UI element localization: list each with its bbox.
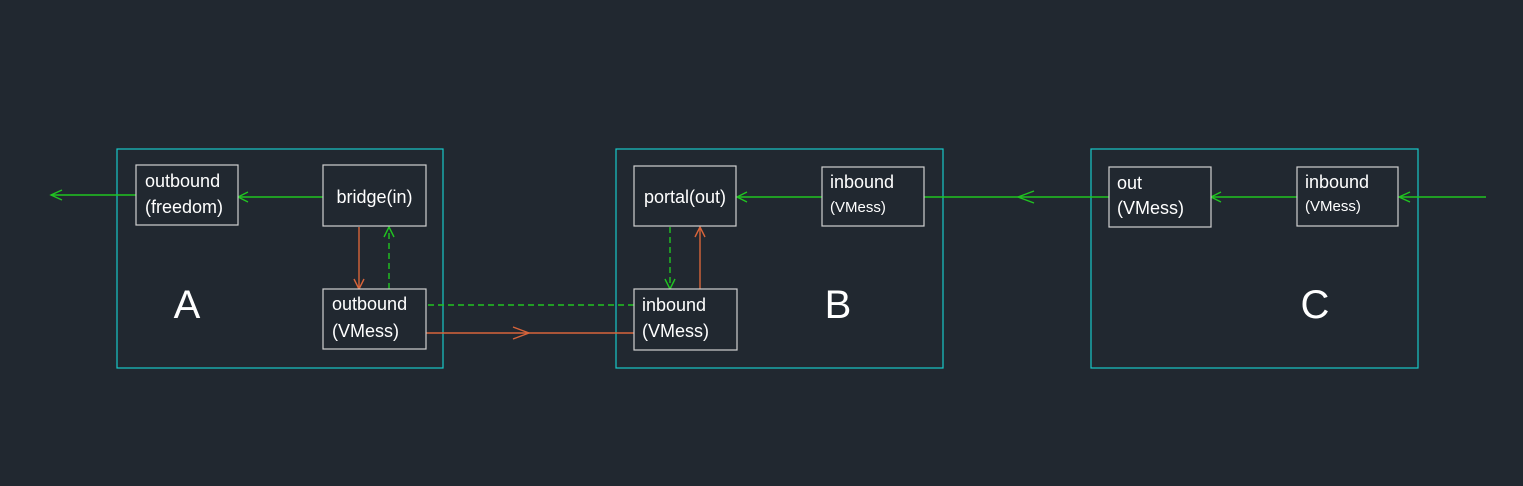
node-c-inbound-vmess: inbound (VMess) (1296, 166, 1399, 227)
node-b-portal-out: portal(out) (633, 165, 737, 227)
node-a-outbound-freedom-line2: (freedom) (145, 197, 223, 217)
node-a-outbound-vmess: outbound (VMess) (322, 288, 427, 350)
arrowhead-c-inbound (1397, 191, 1411, 203)
node-c-out-vmess-line2: (VMess) (1117, 198, 1184, 218)
node-b-inbound-vmess-line2: (VMess) (642, 321, 709, 341)
node-b-inbound-top-line1: inbound (830, 172, 894, 192)
node-b-inbound-top-line2: (VMess) (830, 199, 886, 216)
group-c-label: C (1301, 283, 1330, 327)
node-c-out-vmess: out (VMess) (1108, 166, 1212, 228)
node-a-outbound-vmess-line2: (VMess) (332, 321, 399, 341)
group-a-container (116, 148, 444, 369)
arrowhead-bridge (383, 225, 395, 238)
arrowhead-external (49, 189, 63, 201)
group-c-container (1090, 148, 1419, 369)
group-a-label: A (174, 283, 201, 327)
arrowhead-a-to-b (512, 326, 531, 340)
node-a-bridge-in: bridge(in) (322, 164, 427, 227)
node-c-out-vmess-line1: out (1117, 173, 1142, 193)
group-b-label: B (825, 283, 852, 327)
node-c-inbound-vmess-line2: (VMess) (1305, 198, 1361, 215)
node-b-portal-out-line1: portal(out) (644, 187, 726, 207)
node-b-inbound-vmess-line1: inbound (642, 295, 706, 315)
node-a-outbound-freedom-line1: outbound (145, 171, 220, 191)
node-a-outbound-vmess-line1: outbound (332, 294, 407, 314)
arrowhead-portal-orange (694, 225, 706, 238)
node-a-bridge-in-line1: bridge(in) (336, 187, 412, 207)
node-b-inbound-top: inbound (VMess) (821, 166, 925, 227)
group-b-container (615, 148, 944, 369)
arrowhead-c-to-b (1016, 190, 1035, 204)
node-a-outbound-freedom: outbound (freedom) (135, 164, 239, 226)
arrowhead-portal (735, 191, 748, 203)
node-b-inbound-vmess: inbound (VMess) (633, 288, 738, 351)
node-c-inbound-vmess-line1: inbound (1305, 172, 1369, 192)
